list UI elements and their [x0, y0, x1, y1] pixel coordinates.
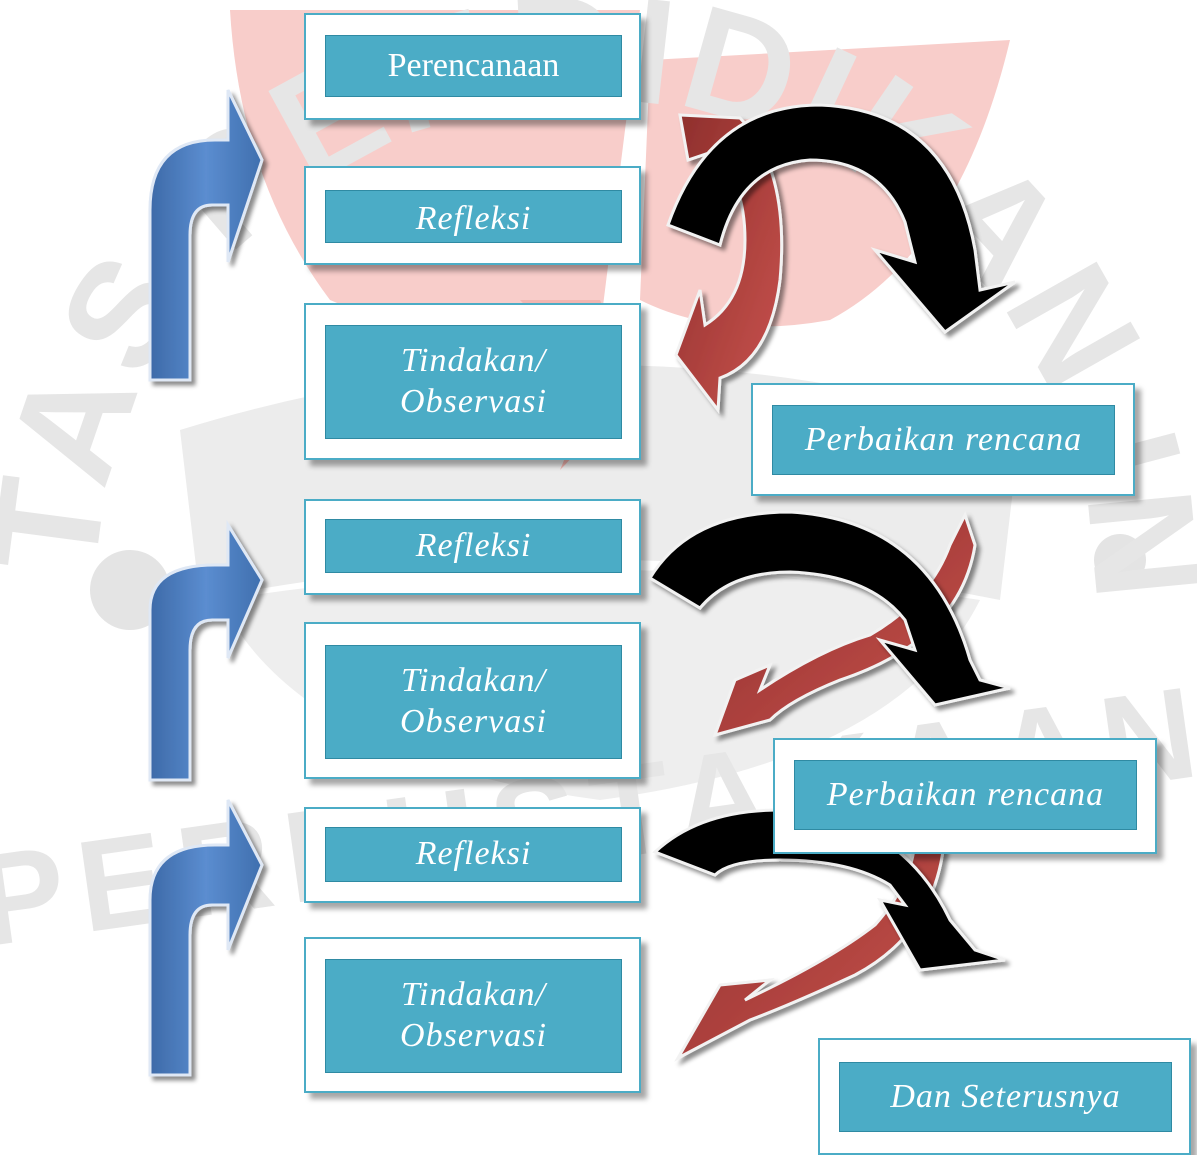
tindakan-label-2: Tindakan/ Observasi: [325, 645, 622, 759]
tindakan-box-2: Tindakan/ Observasi: [304, 622, 641, 779]
perbaikan-label-2: Perbaikan rencana: [794, 760, 1137, 830]
refleksi-box-1: Refleksi: [304, 166, 641, 265]
perencanaan-box: Perencanaan: [304, 13, 641, 120]
perencanaan-label: Perencanaan: [325, 35, 622, 97]
dan-seterusnya-box: Dan Seterusnya: [818, 1038, 1191, 1155]
refleksi-box-3: Refleksi: [304, 807, 641, 903]
dan-seterusnya-label: Dan Seterusnya: [839, 1062, 1172, 1132]
refleksi-box-2: Refleksi: [304, 499, 641, 595]
perbaikan-box-1: Perbaikan rencana: [751, 383, 1135, 496]
tindakan-box-1: Tindakan/ Observasi: [304, 303, 641, 460]
perbaikan-label-1: Perbaikan rencana: [772, 405, 1115, 475]
watermark-bullet-right: [1094, 534, 1146, 586]
refleksi-label-2: Refleksi: [325, 519, 622, 573]
tindakan-label-1: Tindakan/ Observasi: [325, 325, 622, 439]
tindakan-label-3: Tindakan/ Observasi: [325, 959, 622, 1073]
tindakan-box-3: Tindakan/ Observasi: [304, 937, 641, 1093]
refleksi-label-1: Refleksi: [325, 190, 622, 243]
refleksi-label-3: Refleksi: [325, 827, 622, 882]
perbaikan-box-2: Perbaikan rencana: [773, 738, 1157, 854]
